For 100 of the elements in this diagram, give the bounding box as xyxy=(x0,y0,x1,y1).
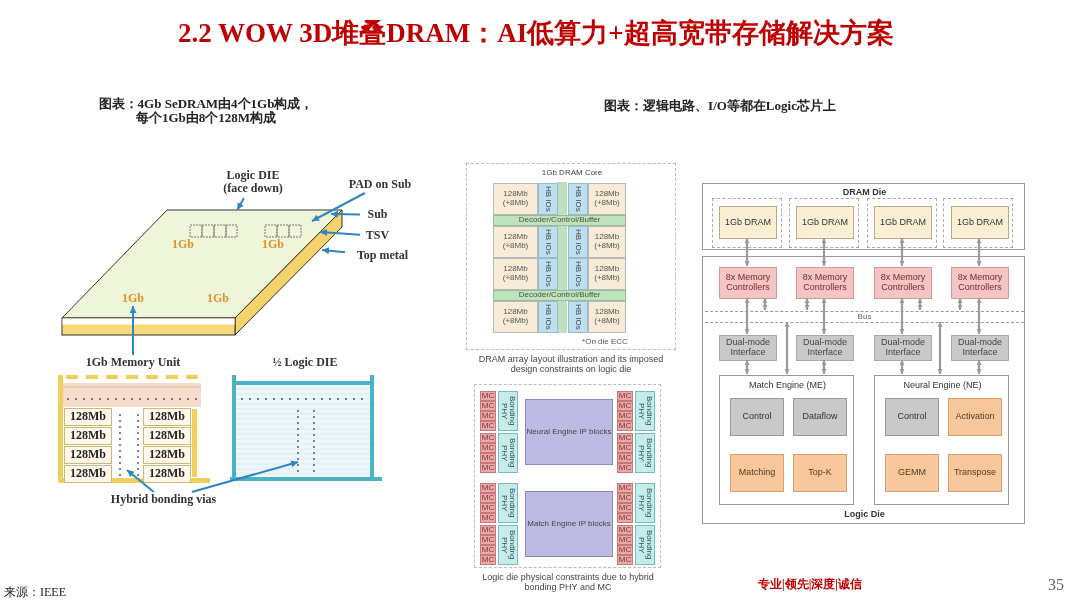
double-arrow xyxy=(821,298,827,334)
figure-title: 图表：逻辑电路、I/O等都在Logic芯片上 xyxy=(603,96,837,115)
memory-block: 128Mb xyxy=(143,446,191,464)
dashed-panel xyxy=(474,384,661,568)
panel-title: Logic Die xyxy=(843,509,886,521)
dram-block: 1Gb DRAM xyxy=(874,206,932,239)
mc-block: MC xyxy=(480,513,496,523)
bus-band: Bus xyxy=(705,311,1024,323)
double-arrow xyxy=(804,298,810,310)
panel-title: 1Gb DRAM Core xyxy=(540,168,604,179)
panel-title: 1Gb Memory Unit xyxy=(84,355,182,371)
decoder-bar: Decoder/Control/Buffer xyxy=(493,290,626,301)
source-note: 来源：IEEE xyxy=(4,584,67,602)
function-block: Transpose xyxy=(948,454,1002,492)
phy-block: Bonding PHY xyxy=(498,433,518,473)
engine-frame xyxy=(874,375,1009,505)
dram-block: 1Gb DRAM xyxy=(796,206,854,239)
controller-block: 8x Memory Controllers xyxy=(874,267,932,299)
io-strip: HB IOs xyxy=(568,301,588,333)
mc-block: MC xyxy=(480,463,496,473)
io-strip: HB IOs xyxy=(538,226,558,258)
callout-label: Logic DIE (face down) xyxy=(213,166,293,198)
memory-array-block: 128Mb (+8Mb) xyxy=(588,183,626,215)
controller-block: 8x Memory Controllers xyxy=(719,267,777,299)
callout-label: TSV xyxy=(360,228,395,244)
double-arrow xyxy=(899,238,905,266)
dram-block: 1Gb DRAM xyxy=(719,206,777,239)
footnote: *On die ECC xyxy=(581,336,629,348)
decoder-bar: Decoder/Control/Buffer xyxy=(493,215,626,226)
die-frame xyxy=(702,256,1025,524)
mc-block: MC xyxy=(617,421,633,431)
ip-block: Match Engine IP blocks xyxy=(525,491,613,557)
io-strip: HB IOs xyxy=(538,258,558,290)
io-strip: HB IOs xyxy=(568,226,588,258)
dram-block: 1Gb DRAM xyxy=(951,206,1009,239)
function-block: GEMM xyxy=(885,454,939,492)
double-arrow xyxy=(821,238,827,266)
block-label: 1Gb xyxy=(168,238,198,252)
double-arrow xyxy=(744,238,750,266)
phy-block: Bonding PHY xyxy=(635,391,655,431)
memory-block: 128Mb xyxy=(64,465,112,483)
memory-array-block: 128Mb (+8Mb) xyxy=(588,258,626,290)
controller-block: 8x Memory Controllers xyxy=(951,267,1009,299)
mc-block: MC xyxy=(617,555,633,565)
phy-block: Bonding PHY xyxy=(635,433,655,473)
arrow xyxy=(311,192,366,222)
mc-block: MC xyxy=(480,555,496,565)
double-arrow xyxy=(784,322,790,374)
function-block: Top-K xyxy=(793,454,847,492)
io-strip: HB IOs xyxy=(538,301,558,333)
interface-block: Dual-mode Interface xyxy=(874,335,932,361)
mc-block: MC xyxy=(480,421,496,431)
dashed-panel xyxy=(466,163,676,350)
io-strip: HB IOs xyxy=(568,183,588,215)
memory-block: 128Mb xyxy=(64,446,112,464)
callout-label: Hybrid bonding vias xyxy=(96,492,231,508)
interface-block: Dual-mode Interface xyxy=(796,335,854,361)
function-block: Activation xyxy=(948,398,1002,436)
arrow xyxy=(330,210,361,218)
arrow xyxy=(236,197,245,211)
memory-block: 128Mb xyxy=(143,408,191,426)
arrow xyxy=(126,469,155,493)
double-arrow xyxy=(899,298,905,334)
mc-block: MC xyxy=(617,513,633,523)
panel-title: Neural Engine (NE) xyxy=(902,380,983,392)
io-strip: HB IOs xyxy=(568,258,588,290)
page-number: 35 xyxy=(1047,575,1065,596)
memory-block: 128Mb xyxy=(64,408,112,426)
engine-frame xyxy=(719,375,854,505)
memory-block: 128Mb xyxy=(64,427,112,445)
callout-label: Sub xyxy=(360,207,395,223)
memory-array-block: 128Mb (+8Mb) xyxy=(588,301,626,333)
mc-block: MC xyxy=(617,463,633,473)
slide-title: 2.2 WOW 3D堆叠DRAM：AI低算力+超高宽带存储解决方案 xyxy=(178,17,895,51)
phy-block: Bonding PHY xyxy=(498,525,518,565)
phy-block: Bonding PHY xyxy=(498,391,518,431)
double-arrow xyxy=(821,360,827,374)
figure-title: 图表：4Gb SeDRAM由4个1Gb构成，每个1Gb由8个128M构成 xyxy=(97,94,315,127)
die-frame xyxy=(702,183,1025,250)
figure-caption: DRAM array layout illustration and its imposed design constraints on logic die xyxy=(477,353,665,376)
ip-block: Neural Engine IP blocks xyxy=(525,399,613,465)
memory-array-block: 128Mb (+8Mb) xyxy=(493,301,538,333)
block-label: 1Gb xyxy=(203,292,233,306)
figure-caption: Logic die physical constraints due to hybrid bonding PHY and MC xyxy=(481,571,655,594)
double-arrow xyxy=(899,360,905,374)
double-arrow xyxy=(957,298,963,310)
slogan: 专业|领先|深度|诚信 xyxy=(757,576,863,594)
controller-block: 8x Memory Controllers xyxy=(796,267,854,299)
double-arrow xyxy=(917,298,923,310)
function-block: Dataflow xyxy=(793,398,847,436)
callout-label: Top metal xyxy=(345,248,420,264)
phy-block: Bonding PHY xyxy=(498,483,518,523)
double-arrow xyxy=(744,298,750,334)
arrow xyxy=(190,460,299,493)
panel-title: Match Engine (ME) xyxy=(748,380,827,392)
arrow xyxy=(321,247,346,255)
double-arrow xyxy=(937,322,943,374)
interface-block: Dual-mode Interface xyxy=(951,335,1009,361)
arrow xyxy=(319,229,361,236)
memory-block: 128Mb xyxy=(143,465,191,483)
